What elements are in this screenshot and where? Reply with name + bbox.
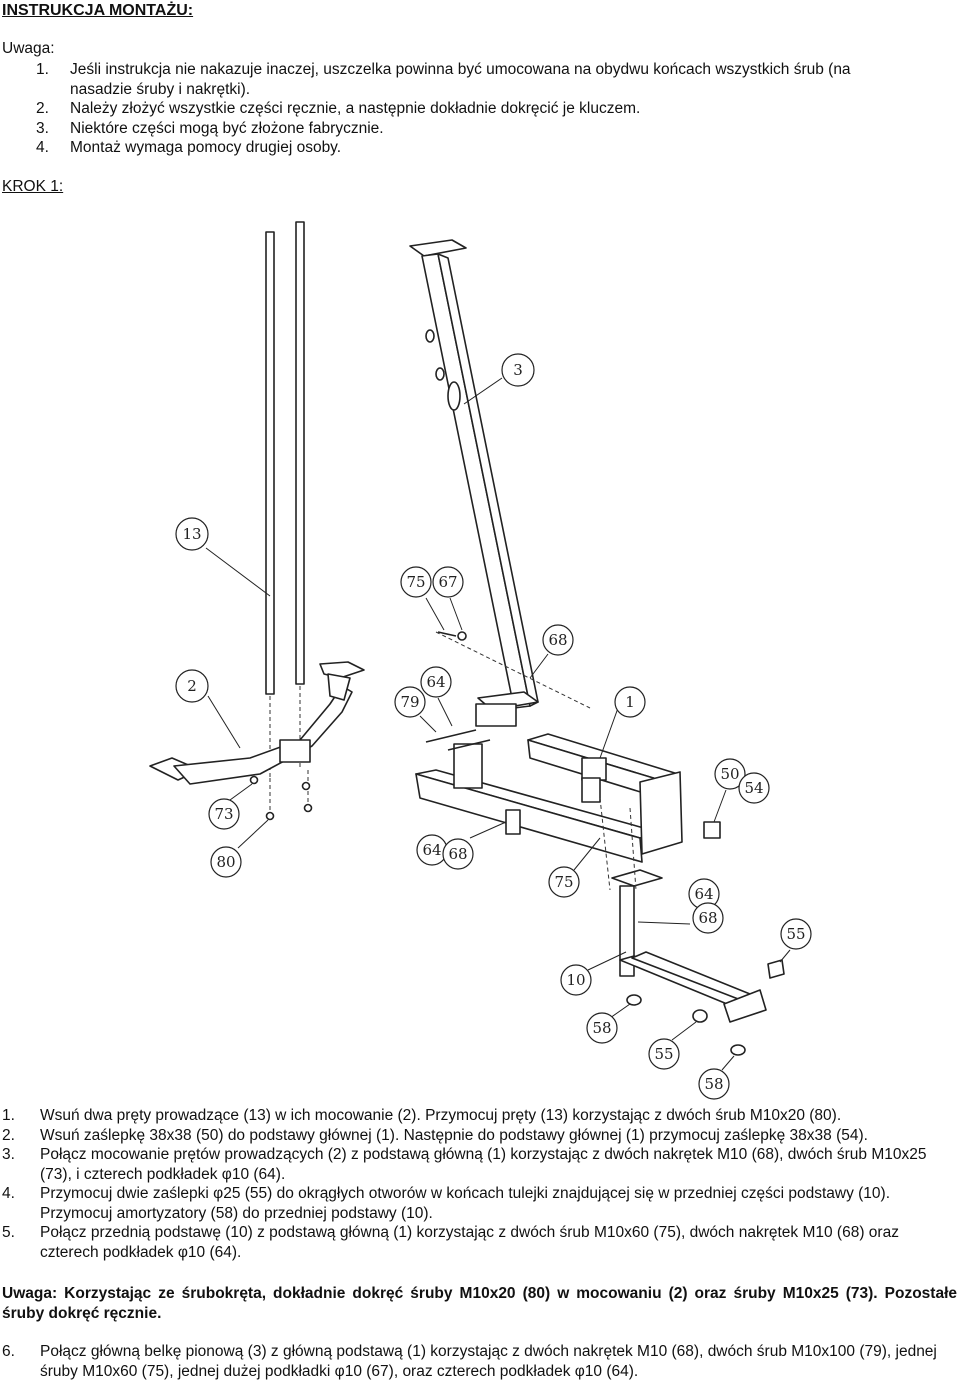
step-item: 1. Wsuń dwa pręty prowadzące (13) w ich m… — [0, 1106, 958, 1126]
warning-item: 4. Montaż wymaga pomocy drugiej osoby. — [2, 138, 902, 158]
warning-item-text: Jeśli instrukcja nie nakazuje inaczej, u… — [70, 61, 851, 98]
warning-item: 2. Należy złożyć wszystkie części ręcznie… — [2, 99, 902, 119]
assembly-step-6: 6. Połącz główną belkę pionową (3) z głów… — [0, 1342, 958, 1381]
callout-75-b: 75 — [548, 837, 601, 898]
warning-item-number: 3. — [36, 119, 49, 137]
rod-mount — [149, 661, 365, 785]
step-item: 3. Połącz mocowanie prętów prowadzących (… — [0, 1145, 958, 1184]
callout-68-c: 68 — [637, 902, 724, 934]
upright-beam — [409, 239, 539, 727]
callout-68: 68 — [529, 624, 574, 679]
assembly-steps: 1. Wsuń dwa pręty prowadzące (13) w ich m… — [0, 1106, 958, 1262]
svg-text:55: 55 — [786, 925, 805, 943]
warning-item-number: 1. — [36, 61, 49, 78]
svg-text:55: 55 — [654, 1045, 673, 1063]
step-number: 2. — [2, 1126, 15, 1144]
warning-item: 1. Jeśli instrukcja nie nakazuje inaczej,… — [2, 60, 902, 99]
svg-text:68: 68 — [548, 631, 567, 649]
callout-80: 80 — [210, 819, 269, 878]
svg-text:13: 13 — [182, 525, 201, 543]
step-text: Połącz przednią podstawę (10) z podstawą… — [40, 1224, 899, 1261]
step-item: 6. Połącz główną belkę pionową (3) z głów… — [0, 1342, 958, 1381]
callout-1: 1 — [599, 686, 646, 759]
svg-text:58: 58 — [592, 1019, 611, 1037]
step-text: Połącz mocowanie prętów prowadzących (2)… — [40, 1146, 927, 1183]
callout-13: 13 — [175, 517, 271, 597]
callout-58: 58 — [586, 1003, 631, 1044]
svg-text:64: 64 — [426, 673, 445, 691]
svg-text:54: 54 — [744, 779, 763, 797]
callout-10: 10 — [560, 951, 627, 996]
warning-item-text: Niektóre części mogą być złożone fabrycz… — [70, 119, 384, 137]
bold-note: Uwaga: Korzystając ze śrubokręta, dokład… — [2, 1285, 957, 1322]
svg-text:64: 64 — [694, 885, 713, 903]
warning-label: Uwaga: — [2, 40, 55, 57]
svg-text:80: 80 — [216, 853, 235, 871]
assembly-diagram-svg: 3 13 75 67 68 2 64 79 1 50 54 73 64 68 8… — [149, 221, 812, 1100]
svg-text:58: 58 — [704, 1075, 723, 1093]
step-text: Przymocuj dwie zaślepki φ25 (55) do okrą… — [40, 1185, 891, 1222]
step-text: Wsuń zaślepkę 38x38 (50) do podstawy głó… — [40, 1126, 868, 1144]
svg-text:50: 50 — [720, 765, 739, 783]
warning-item-number: 2. — [36, 100, 49, 117]
step-number: 3. — [2, 1146, 15, 1163]
callout-55: 55 — [779, 918, 812, 963]
warning-item-number: 4. — [36, 139, 49, 156]
guide-rods — [265, 221, 305, 778]
hardware — [249, 631, 785, 1056]
step-number: 4. — [2, 1185, 15, 1202]
front-base — [611, 869, 767, 1023]
step-number: 6. — [2, 1343, 15, 1360]
warning-list: 1. Jeśli instrukcja nie nakazuje inaczej,… — [2, 60, 902, 158]
callout-75: 75 — [400, 566, 445, 631]
svg-text:3: 3 — [513, 361, 523, 379]
guide-rod-right — [295, 221, 305, 685]
assembly-diagram: 3 13 75 67 68 2 64 79 1 50 54 73 64 68 8… — [130, 218, 818, 1100]
callout-64: 64 — [420, 666, 453, 727]
svg-text:1: 1 — [625, 693, 635, 711]
guide-rod-left — [265, 231, 275, 695]
svg-text:67: 67 — [438, 573, 457, 591]
callout-50: 50 — [713, 758, 746, 823]
warning-item: 3. Niektóre części mogą być złożone fabry… — [2, 119, 902, 139]
svg-text:68: 68 — [448, 845, 467, 863]
step-item: 4. Przymocuj dwie zaślepki φ25 (55) do ok… — [0, 1184, 958, 1223]
step-number: 1. — [2, 1107, 15, 1124]
warning-item-text: Montaż wymaga pomocy drugiej osoby. — [70, 139, 342, 156]
svg-text:73: 73 — [214, 805, 233, 823]
svg-text:10: 10 — [566, 971, 585, 989]
svg-text:79: 79 — [400, 693, 419, 711]
svg-text:75: 75 — [554, 873, 573, 891]
callout-54: 54 — [738, 772, 770, 804]
svg-text:75: 75 — [406, 573, 425, 591]
callout-2: 2 — [175, 669, 241, 749]
svg-text:2: 2 — [187, 677, 197, 695]
callout-3: 3 — [463, 353, 535, 405]
svg-text:64: 64 — [422, 841, 441, 859]
callout-64-b: 64 — [416, 834, 448, 866]
step-heading: KROK 1: — [2, 178, 64, 195]
warning-item-text: Należy złożyć wszystkie części ręcznie, … — [70, 100, 641, 117]
mount-bracket — [279, 739, 311, 763]
document-title: INSTRUKCJA MONTAŻU: — [2, 2, 194, 19]
callout-73: 73 — [208, 783, 253, 830]
callout-55-b: 55 — [648, 1021, 697, 1070]
callout-68-b: 68 — [442, 821, 507, 870]
step-item: 5. Połącz przednią podstawę (10) z podsta… — [0, 1223, 958, 1262]
callout-58-b: 58 — [698, 1055, 735, 1100]
svg-text:68: 68 — [698, 909, 717, 927]
callout-64-c: 64 — [688, 878, 720, 910]
step-item: 2. Wsuń zaślepkę 38x38 (50) do podstawy g… — [0, 1126, 958, 1146]
main-base — [415, 733, 683, 863]
step-text: Połącz główną belkę pionową (3) z główną… — [40, 1343, 937, 1380]
callout-67: 67 — [432, 566, 464, 631]
callout-79: 79 — [394, 686, 437, 733]
step-text: Wsuń dwa pręty prowadzące (13) w ich moc… — [40, 1107, 842, 1124]
step-number: 5. — [2, 1224, 15, 1241]
